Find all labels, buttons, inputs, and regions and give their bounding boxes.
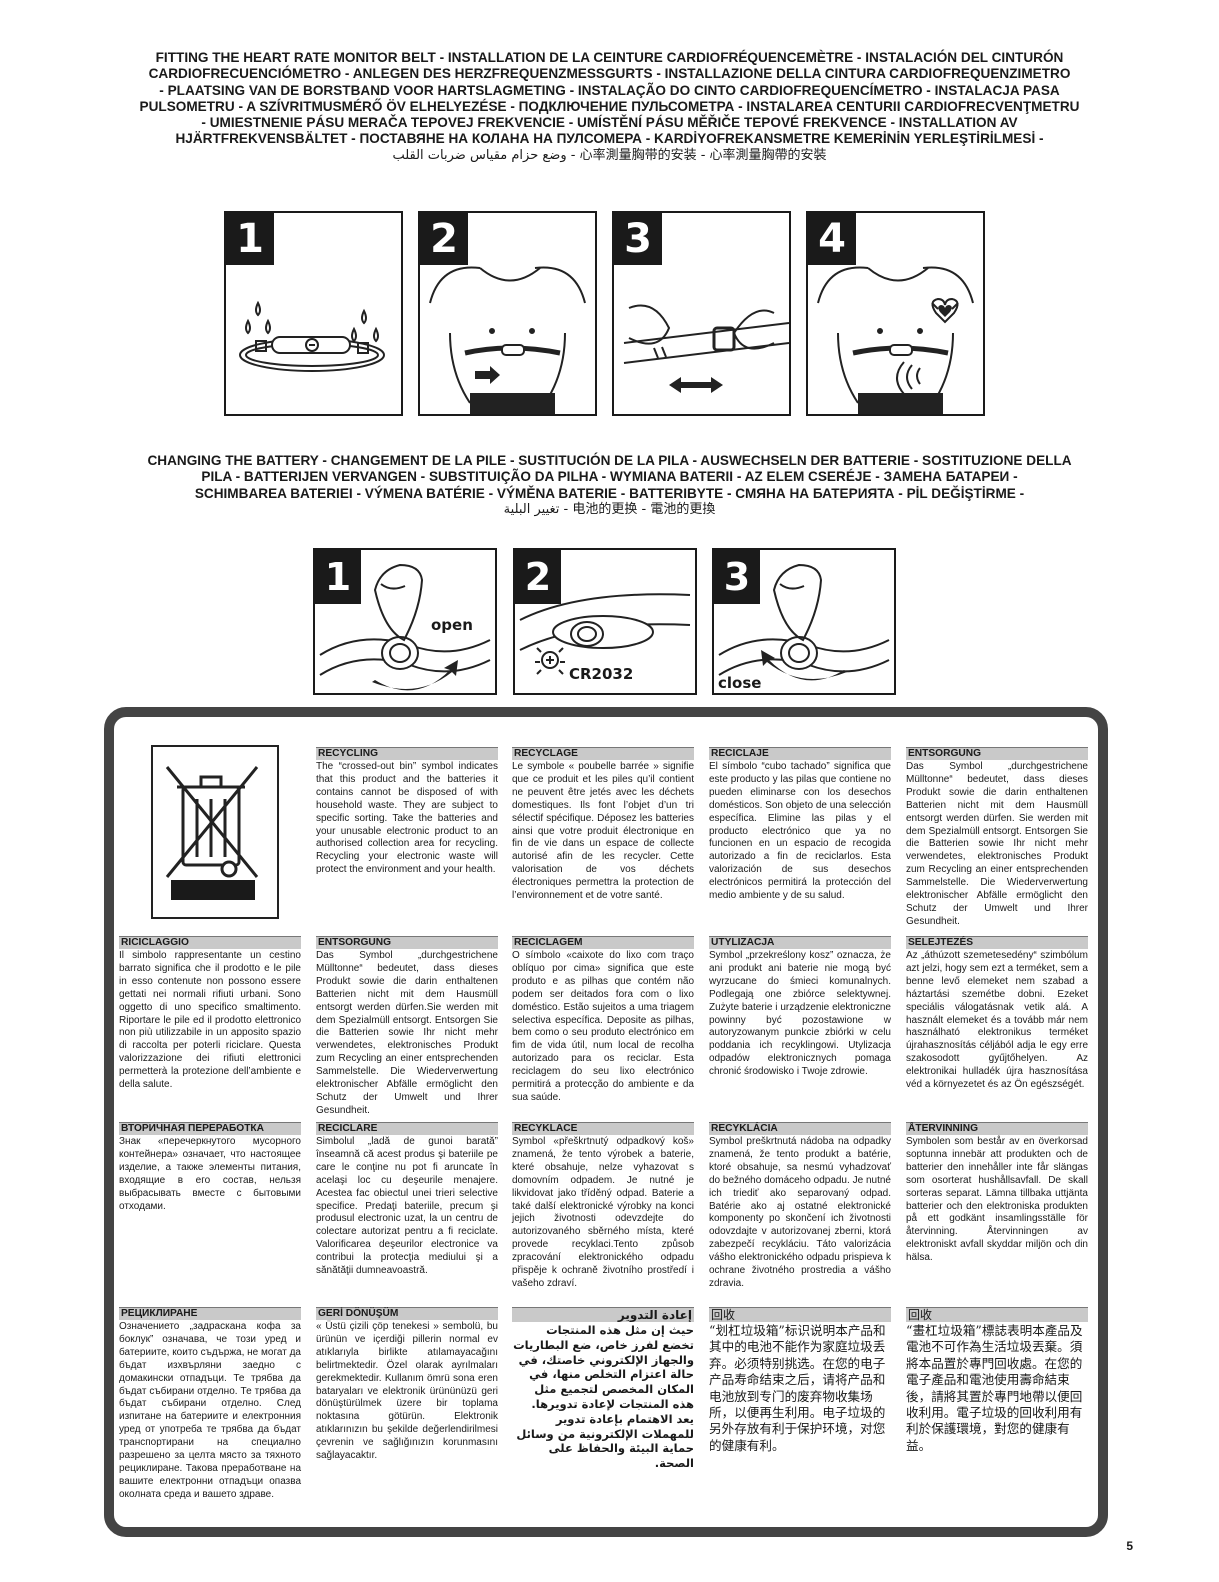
recycling-heading: إعادة التدوير	[512, 1307, 694, 1322]
recycling-ar: إعادة التدوير حيث إن مثل هذه المنتجات تخ…	[512, 1307, 694, 1471]
recycling-text: The “crossed-out bin” symbol indicates t…	[316, 761, 498, 876]
recycling-zh-tw: 回收 “畫杠垃圾箱”標誌表明本產品及電池不可作為生活垃圾丟棄。須將本品置於專門回…	[906, 1307, 1088, 1454]
step-number: 3	[614, 213, 662, 265]
recycling-zh-cn: 回收 “划杠垃圾箱”标识说明本产品和其中的电池不能作为家庭垃圾丢弃。必须特别挑选…	[709, 1307, 891, 1454]
fitting-title-line: - UMIESTNENIE PÁSU MERAČA TEPOVEJ FREKVE…	[201, 115, 1018, 131]
recycling-heading: SELEJTEZÉS	[906, 936, 1088, 949]
step-number: 3	[714, 550, 760, 604]
recycling-heading: ENTSORGUNG	[906, 747, 1088, 760]
fitting-title-line: FITTING THE HEART RATE MONITOR BELT - IN…	[155, 50, 1064, 65]
recycling-en: RECYCLING The “crossed-out bin” symbol i…	[316, 747, 498, 877]
recycling-ru: ВТОРИЧНАЯ ПЕРЕРАБОТКА Знак «перечеркнуто…	[119, 1122, 301, 1213]
recycling-ro: RECICLARE Simbolul „ladă de gunoi barată…	[316, 1122, 498, 1278]
recycling-sv: ÅTERVINNING Symbolen som består av en öv…	[906, 1122, 1088, 1265]
recycling-text: El símbolo “cubo tachado” significa que …	[709, 761, 891, 902]
fitting-title-line: - PLAATSING VAN DE BORSTBAND VOOR HARTSL…	[159, 82, 1060, 98]
recycling-heading: ВТОРИЧНАЯ ПЕРЕРАБОТКА	[119, 1122, 301, 1135]
fitting-step-4-panel: 4	[806, 211, 985, 416]
recycling-tr: GERİ DÖNÜŞÜM « Üstü çizili çöp tenekesi …	[316, 1307, 498, 1463]
battery-title-line: SCHIMBAREA BATERIEI - VÝMENA BATÉRIE - V…	[194, 485, 1025, 501]
recycling-cs: RECYKLACE Symbol «přeškrtnutý odpadkový …	[512, 1122, 694, 1291]
recycling-fr: RECYCLAGE Le symbole « poubelle barrée »…	[512, 747, 694, 903]
battery-step-1-panel: 1 open	[313, 548, 497, 695]
recycling-pt: RECICLAGEM O símbolo «caixote do lixo co…	[512, 936, 694, 1105]
recycling-text: Означението „задраскана кофа за боклук” …	[119, 1321, 301, 1500]
recycling-text: Simbolul „ladă de gunoi barată” înseamnă…	[316, 1136, 498, 1277]
crossed-out-bin-symbol	[151, 745, 279, 919]
recycling-heading: RICICLAGGIO	[119, 936, 301, 949]
recycling-heading: 回收	[906, 1307, 1088, 1322]
fitting-title-line: CARDIOFRECUENCIÓMETRO - ANLEGEN DES HERZ…	[148, 66, 1071, 82]
step-number: 2	[420, 213, 468, 265]
open-battery-cover-illustration	[319, 563, 491, 691]
battery-title-line: CHANGING THE BATTERY - CHANGEMENT DE LA …	[147, 453, 1072, 468]
recycling-hu: SELEJTEZÉS Az „áthúzott szemetesedény“ s…	[906, 936, 1088, 1092]
recycling-it: RICICLAGGIO Il simbolo rappresentante un…	[119, 936, 301, 1092]
fitting-step-2-panel: 2	[418, 211, 597, 416]
battery-title: CHANGING THE BATTERY - CHANGEMENT DE LA …	[60, 453, 1159, 518]
recycling-bg: РЕЦИКЛИРАНЕ Означението „задраскана кофа…	[119, 1307, 301, 1502]
close-label: close	[718, 674, 762, 692]
recycling-heading: RECYKLÁCIA	[709, 1122, 891, 1135]
fitting-step-3-panel: 3	[612, 211, 791, 416]
battery-title-line: PILA - BATTERIJEN VERVANGEN - SUBSTITUIÇ…	[201, 469, 1018, 485]
fitting-step-1-panel: 1	[224, 211, 403, 416]
recycling-heading: RECYCLAGE	[512, 747, 694, 760]
recycling-heading: 回收	[709, 1307, 891, 1322]
recycling-es: RECICLAJE El símbolo “cubo tachado” sign…	[709, 747, 891, 903]
page-number: 5	[1126, 1539, 1133, 1553]
battery-cr2032-illustration	[519, 593, 691, 675]
recycling-sk: RECYKLÁCIA Symbol preškrtnutá nádoba na …	[709, 1122, 891, 1291]
recycling-text: Symbolen som består av en överkorsad sop…	[906, 1136, 1088, 1264]
belt-around-chest-illustration	[429, 266, 586, 414]
open-label: open	[431, 616, 473, 634]
recycling-heading: RECYKLACE	[512, 1122, 694, 1135]
recycling-de2: ENTSORGUNG Das Symbol „durchgestrichene …	[316, 936, 498, 1118]
recycling-text: Symbol «přeškrtnutý odpadkový koš» zname…	[512, 1136, 694, 1289]
black-bar	[171, 880, 255, 900]
recycling-text: Az „áthúzott szemetesedény“ szimbólum az…	[906, 950, 1088, 1091]
fitting-title-line: PULSOMETRU - A SZÍVRITMUSMÉRŐ ÖV ELHELYE…	[139, 98, 1080, 114]
recycling-heading: РЕЦИКЛИРАНЕ	[119, 1307, 301, 1320]
recycling-text: Il simbolo rappresentante un cestino bar…	[119, 950, 301, 1091]
recycling-de: ENTSORGUNG Das Symbol „durchgestrichene …	[906, 747, 1088, 929]
recycling-box: RECYCLING The “crossed-out bin” symbol i…	[104, 707, 1108, 1537]
fitting-title-line: وضع حزام مقياس ضربات القلب - 心率測量胸带的安装 -…	[392, 147, 827, 163]
crossed-out-bin-icon	[165, 766, 259, 878]
recycling-heading: RECICLAJE	[709, 747, 891, 760]
recycling-pl: UTYLIZACJA Symbol „przekreślony kosz” oz…	[709, 936, 891, 1079]
heart-signal-illustration	[817, 266, 974, 414]
recycling-text: Знак «перечеркнутого мусорного контейнер…	[119, 1136, 301, 1212]
battery-step-3-panel: 3 close	[712, 548, 896, 695]
recycling-heading: ÅTERVINNING	[906, 1122, 1088, 1135]
recycling-heading: RECICLARE	[316, 1122, 498, 1135]
close-battery-cover-illustration	[718, 563, 890, 681]
recycling-heading: ENTSORGUNG	[316, 936, 498, 949]
fitting-title-line: HJÄRTFREKVENSBÄLTET - ПОСТАВЯНЕ НА КОЛАН…	[175, 131, 1044, 147]
battery-type-label: CR2032	[569, 665, 634, 683]
recycling-text: Das Symbol „durchgestrichene Mülltonne“ …	[316, 950, 498, 1116]
step-number: 1	[226, 213, 274, 265]
recycling-heading: GERİ DÖNÜŞÜM	[316, 1307, 498, 1320]
recycling-heading: UTYLIZACJA	[709, 936, 891, 949]
recycling-text: Das Symbol „durchgestrichene Mülltonne“ …	[906, 761, 1088, 927]
step-number: 1	[315, 550, 361, 604]
fitting-title: FITTING THE HEART RATE MONITOR BELT - IN…	[60, 50, 1159, 164]
battery-title-line: تغيير البلية - 电池的更换 - 電池的更換	[503, 501, 716, 517]
recycling-heading: RECYCLING	[316, 747, 498, 760]
recycling-text: حيث إن مثل هذه المنتجات تخضع لفرز خاص، ض…	[513, 1323, 694, 1471]
recycling-text: Le symbole « poubelle barrée » signifie …	[512, 761, 694, 902]
recycling-text: Symbol preškrtnutá nádoba na odpadky zna…	[709, 1136, 891, 1289]
recycling-heading: RECICLAGEM	[512, 936, 694, 949]
battery-step-2-panel: 2 CR2032	[513, 548, 697, 695]
recycling-text: “划杠垃圾箱”标识说明本产品和其中的电池不能作为家庭垃圾丢弃。必须特别挑选。在您…	[709, 1323, 886, 1453]
wet-electrodes-illustration	[239, 300, 385, 372]
step-number: 2	[515, 550, 561, 604]
recycling-text: « Üstü çizili çöp tenekesi » sembolü, bu…	[316, 1321, 498, 1462]
recycling-text: “畫杠垃圾箱”標誌表明本產品及電池不可作為生活垃圾丟棄。須將本品置於專門回收處。…	[906, 1323, 1083, 1453]
recycling-text: O símbolo «caixote do lixo com traço obl…	[512, 950, 694, 1103]
adjust-belt-length-illustration	[623, 304, 789, 393]
step-number: 4	[808, 213, 856, 265]
recycling-text: Symbol „przekreślony kosz” oznacza, że a…	[709, 950, 891, 1078]
